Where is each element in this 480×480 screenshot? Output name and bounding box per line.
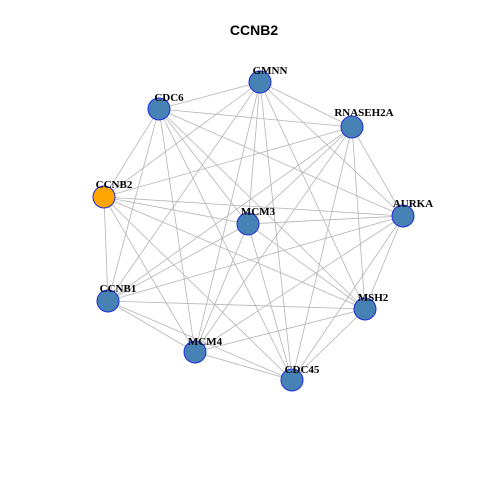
node-circle[interactable] (96, 289, 120, 313)
diagram-title: CCNB2 (230, 22, 278, 38)
node-circle[interactable] (183, 340, 207, 364)
node-msh2[interactable]: MSH2 (353, 292, 389, 321)
edge-msh2-cdc45 (291, 308, 366, 381)
node-circle[interactable] (248, 70, 272, 94)
node-circle[interactable] (340, 115, 364, 139)
edge-aurka-mcm4 (194, 215, 404, 353)
node-label: CCNB1 (100, 283, 137, 295)
edge-ccnb2-msh2 (103, 196, 366, 310)
edge-cdc6-ccnb2 (103, 108, 160, 198)
edge-mcm3-msh2 (247, 223, 366, 310)
node-mcm4[interactable]: MCM4 (183, 336, 223, 364)
edge-cdc6-ccnb1 (107, 108, 160, 302)
edge-ccnb2-mcm4 (103, 196, 196, 353)
edge-aurka-msh2 (364, 215, 404, 310)
edge-ccnb2-ccnb1 (103, 196, 109, 302)
edge-gmnn-cdc45 (259, 81, 293, 381)
node-aurka[interactable]: AURKA (391, 198, 433, 228)
edges-layer (103, 81, 404, 381)
edge-ccnb2-cdc45 (103, 196, 293, 381)
node-ccnb2[interactable]: CCNB2 (92, 179, 133, 209)
edge-cdc6-rnaseh2a (158, 108, 353, 128)
edge-cdc6-mcm4 (158, 108, 196, 353)
node-rnaseh2a[interactable]: RNASEH2A (334, 107, 394, 139)
edge-msh2-mcm4 (194, 308, 366, 353)
edge-gmnn-aurka (259, 81, 404, 217)
node-gmnn[interactable]: GMNN (248, 65, 288, 94)
edge-gmnn-mcm4 (194, 81, 261, 353)
edge-rnaseh2a-mcm4 (194, 126, 353, 353)
node-cdc45[interactable]: CDC45 (280, 364, 320, 392)
node-circle[interactable] (280, 368, 304, 392)
node-label: RNASEH2A (334, 107, 393, 119)
edge-mcm4-cdc45 (194, 351, 293, 381)
node-label: CDC6 (154, 92, 184, 104)
edge-ccnb2-aurka (103, 196, 404, 217)
edge-gmnn-ccnb2 (103, 81, 261, 198)
node-circle[interactable] (353, 297, 377, 321)
edge-mcm3-ccnb1 (107, 223, 249, 302)
node-mcm3[interactable]: MCM3 (236, 206, 276, 236)
node-label: CCNB2 (96, 179, 133, 191)
edge-cdc6-msh2 (158, 108, 366, 310)
node-circle[interactable] (147, 97, 171, 121)
edge-rnaseh2a-aurka (351, 126, 404, 217)
node-label: CDC45 (285, 364, 320, 376)
node-circle[interactable] (391, 204, 415, 228)
node-cdc6[interactable]: CDC6 (147, 92, 184, 121)
node-circle[interactable] (92, 185, 116, 209)
node-label: MCM4 (188, 336, 223, 348)
node-label: AURKA (393, 198, 433, 210)
edge-ccnb1-cdc45 (107, 300, 293, 381)
edge-rnaseh2a-mcm3 (247, 126, 353, 225)
edge-gmnn-cdc6 (158, 81, 261, 110)
edge-cdc6-cdc45 (158, 108, 293, 381)
node-ccnb1[interactable]: CCNB1 (96, 283, 137, 313)
edge-rnaseh2a-ccnb1 (107, 126, 353, 302)
edge-aurka-cdc45 (291, 215, 404, 381)
edge-mcm3-aurka (247, 215, 404, 225)
edge-mcm3-cdc45 (247, 223, 293, 381)
edge-gmnn-mcm3 (247, 81, 261, 225)
node-label: MSH2 (358, 292, 389, 304)
edge-gmnn-ccnb1 (107, 81, 261, 302)
edge-gmnn-rnaseh2a (259, 81, 353, 128)
edge-cdc6-mcm3 (158, 108, 249, 225)
edge-ccnb1-mcm4 (107, 300, 196, 353)
edge-ccnb2-mcm3 (103, 196, 249, 225)
edge-rnaseh2a-ccnb2 (103, 126, 353, 198)
edge-cdc6-aurka (158, 108, 404, 217)
node-label: GMNN (253, 65, 288, 77)
edge-aurka-ccnb1 (107, 215, 404, 302)
edge-ccnb1-msh2 (107, 300, 366, 310)
edge-rnaseh2a-cdc45 (291, 126, 353, 381)
node-label: MCM3 (241, 206, 276, 218)
edge-mcm3-mcm4 (194, 223, 249, 353)
node-circle[interactable] (236, 212, 260, 236)
